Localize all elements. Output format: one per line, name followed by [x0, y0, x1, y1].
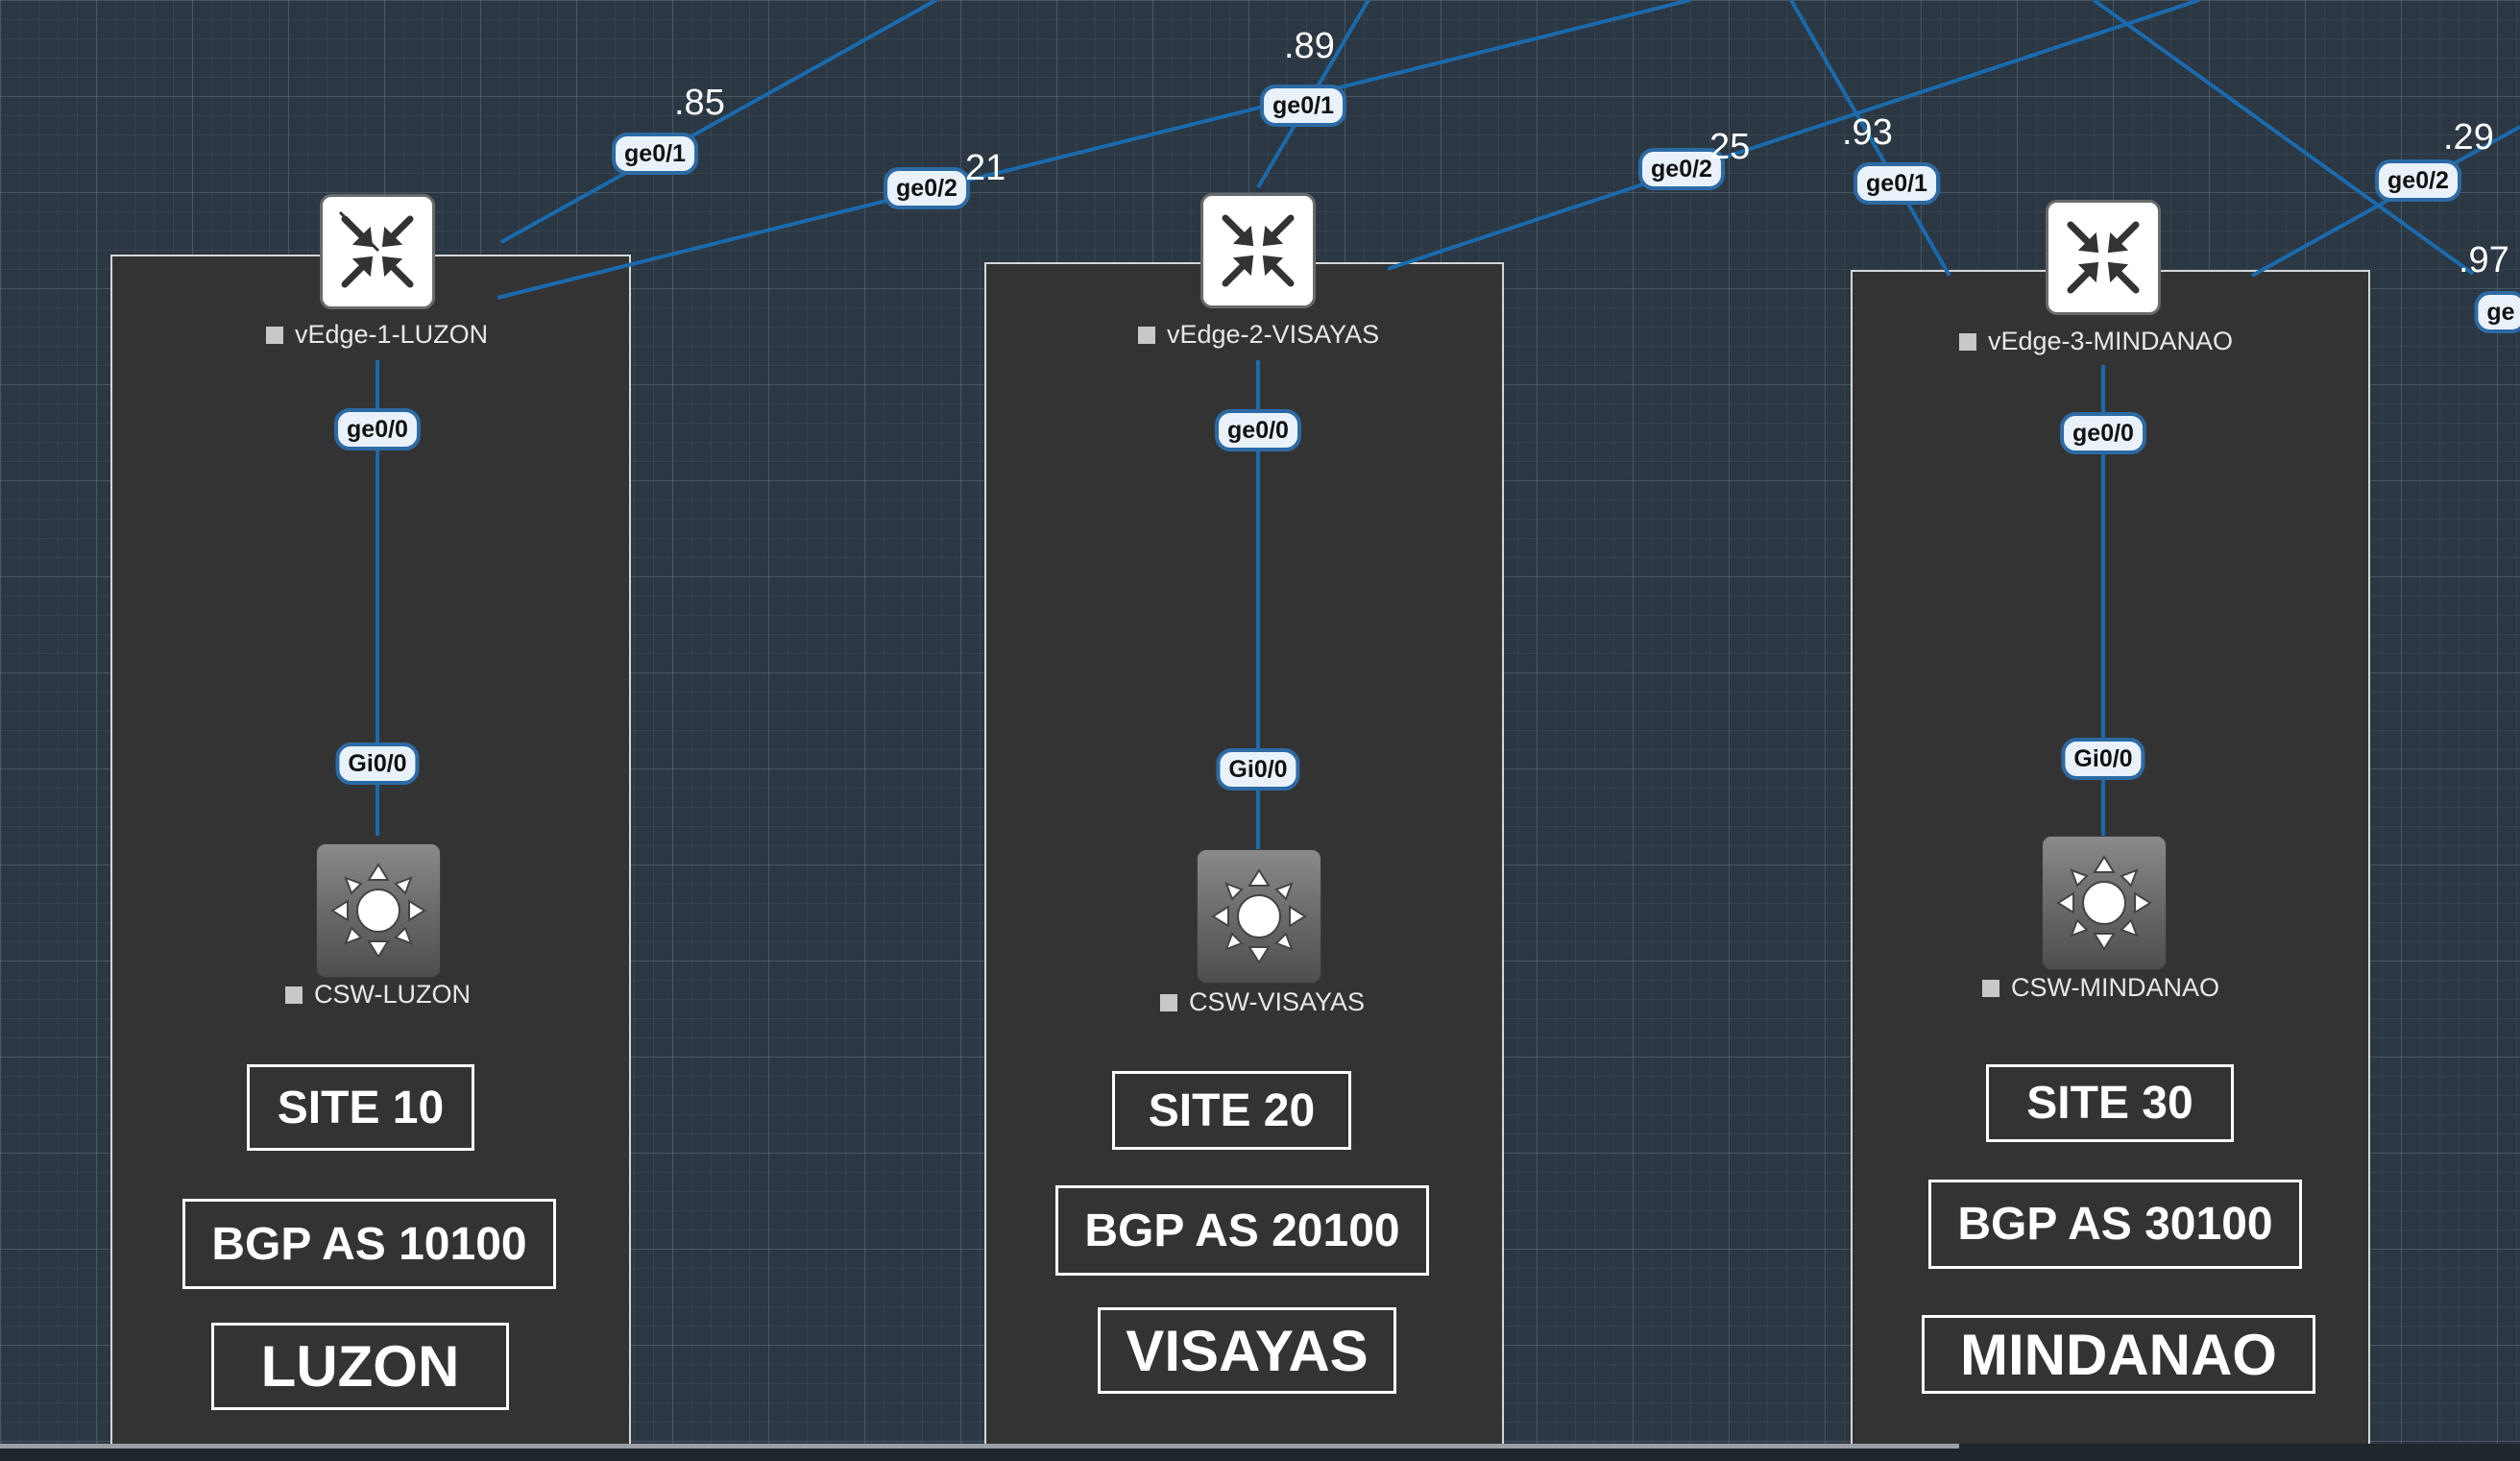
router-vedge-3-mindanao[interactable] — [2046, 200, 2161, 315]
ip-suffix-label: 25 — [1709, 127, 1751, 167]
bgp-label-box: BGP AS 10100 — [182, 1199, 556, 1289]
bgp-label-box: BGP AS 30100 — [1928, 1180, 2302, 1269]
router-vedge-2-visayas[interactable] — [1200, 193, 1316, 308]
router-name: vEdge-1-LUZON — [295, 320, 489, 349]
router-label-vedge-3: vEdge-3-MINDANAO — [1959, 327, 2233, 356]
switch-name: CSW-VISAYAS — [1189, 987, 1366, 1016]
ip-suffix-label: .85 — [674, 83, 725, 123]
ip-suffix-label: .93 — [1842, 112, 1893, 153]
port-gi00-csw-mindanao[interactable]: Gi0/0 — [2061, 738, 2145, 780]
router-icon — [1222, 214, 1295, 287]
port-ge02-vedge-3[interactable]: ge0/2 — [2375, 159, 2461, 202]
region-label-box: VISAYAS — [1098, 1307, 1396, 1394]
port-ge01-vedge-3[interactable]: ge0/1 — [1854, 162, 1940, 205]
switch-csw-luzon[interactable] — [316, 843, 441, 978]
port-ge01-vedge-1[interactable]: ge0/1 — [612, 133, 698, 175]
router-label-vedge-1: vEdge-1-LUZON — [266, 320, 488, 350]
ip-suffix-label: 21 — [965, 148, 1006, 188]
switch-name: CSW-LUZON — [314, 980, 472, 1009]
switch-icon — [2056, 855, 2152, 951]
port-ge02-vedge-1[interactable]: ge0/2 — [884, 167, 970, 209]
switch-name: CSW-MINDANAO — [2011, 973, 2220, 1002]
status-square-icon — [1138, 326, 1155, 344]
port-gi00-csw-visayas[interactable]: Gi0/0 — [1216, 748, 1300, 791]
site-label-box: SITE 10 — [247, 1064, 474, 1151]
ip-suffix-label: .97 — [2459, 240, 2509, 280]
port-ge00-vedge-3[interactable]: ge0/0 — [2060, 412, 2146, 454]
router-icon — [339, 211, 414, 288]
switch-csw-visayas[interactable] — [1197, 849, 1321, 984]
site-label-box: SITE 30 — [1986, 1064, 2234, 1142]
switch-label-csw-mindanao: CSW-MINDANAO — [1982, 973, 2219, 1003]
switch-csw-mindanao[interactable] — [2042, 836, 2167, 970]
switch-label-csw-visayas: CSW-VISAYAS — [1160, 987, 1365, 1017]
ip-suffix-label: .89 — [1284, 26, 1335, 66]
port-partial-edge[interactable]: ge — [2474, 291, 2520, 333]
port-gi00-csw-luzon[interactable]: Gi0/0 — [335, 743, 420, 785]
region-label-box: LUZON — [211, 1323, 509, 1410]
router-name: vEdge-3-MINDANAO — [1988, 327, 2234, 355]
site-label-box: SITE 20 — [1112, 1071, 1351, 1150]
port-ge00-vedge-2[interactable]: ge0/0 — [1215, 409, 1301, 451]
router-name: vEdge-2-VISAYAS — [1167, 320, 1380, 349]
status-square-icon — [1982, 979, 1999, 997]
status-square-icon — [1959, 332, 1976, 351]
switch-icon — [330, 863, 426, 959]
status-square-icon — [266, 326, 283, 344]
router-label-vedge-2: vEdge-2-VISAYAS — [1138, 320, 1379, 350]
status-square-icon — [285, 986, 303, 1004]
status-square-icon — [1160, 993, 1177, 1011]
bgp-label-box: BGP AS 20100 — [1055, 1185, 1429, 1276]
port-ge01-vedge-2[interactable]: ge0/1 — [1260, 85, 1346, 127]
region-label-box: MINDANAO — [1922, 1315, 2315, 1394]
router-vedge-1-luzon[interactable] — [320, 194, 435, 309]
switch-label-csw-luzon: CSW-LUZON — [285, 980, 471, 1010]
port-ge00-vedge-1[interactable]: ge0/0 — [334, 408, 421, 450]
horizontal-scrollbar[interactable] — [0, 1444, 1959, 1449]
switch-icon — [1211, 868, 1307, 964]
ip-suffix-label: .29 — [2443, 117, 2494, 158]
router-icon — [2067, 221, 2140, 294]
